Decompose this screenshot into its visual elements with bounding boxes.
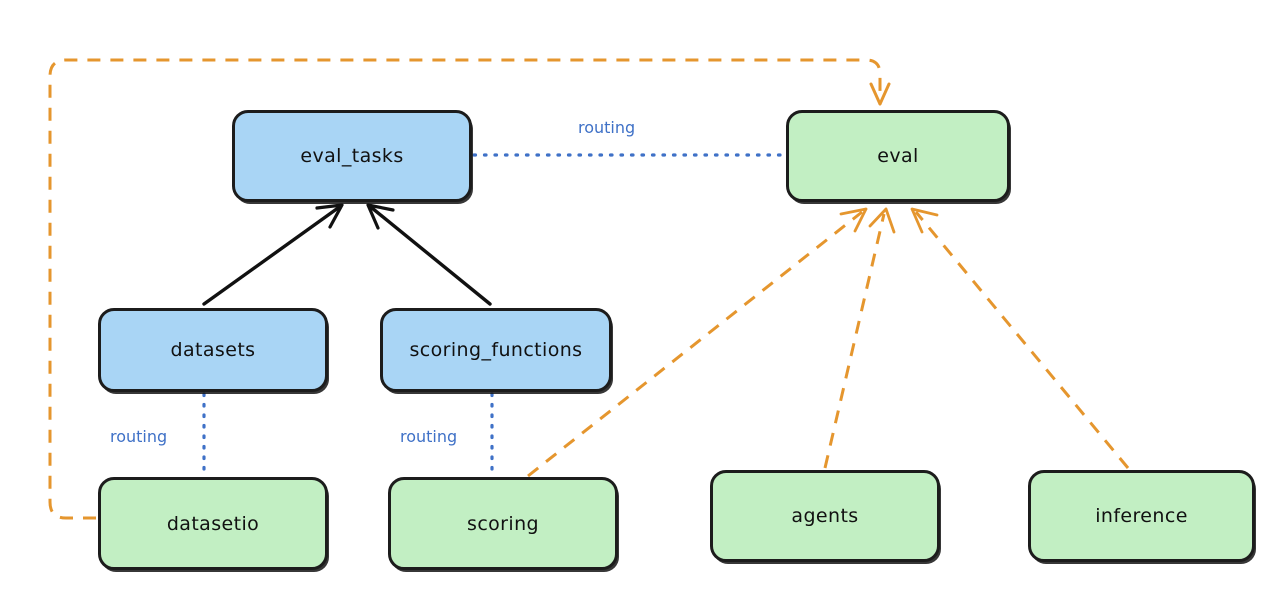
node-label-eval: eval: [877, 145, 919, 167]
node-eval[interactable]: eval: [786, 110, 1010, 202]
edge-inference-to-eval: [910, 207, 1130, 469]
node-label-agents: agents: [791, 505, 859, 527]
node-label-datasetio: datasetio: [166, 512, 260, 535]
edge-label-routing-datasetio: routing: [110, 427, 168, 446]
node-label-eval-tasks: eval_tasks: [300, 145, 404, 167]
node-label-scoring: scoring: [467, 512, 539, 535]
edge-label-routing-eval: routing: [578, 118, 636, 137]
node-datasetio[interactable]: datasetio: [98, 477, 328, 570]
edge-scoring-functions-to-eval-tasks: [366, 203, 492, 306]
node-scoring-functions[interactable]: scoring_functions: [380, 308, 612, 392]
edge-label-routing-scoring: routing: [400, 427, 458, 446]
edge-agents-to-eval: [823, 207, 896, 469]
node-label-scoring-functions: scoring_functions: [409, 339, 583, 361]
node-label-inference: inference: [1095, 505, 1188, 527]
node-datasets[interactable]: datasets: [98, 308, 328, 392]
node-eval-tasks[interactable]: eval_tasks: [232, 110, 472, 202]
node-label-datasets: datasets: [170, 339, 256, 361]
node-agents[interactable]: agents: [710, 470, 940, 562]
node-inference[interactable]: inference: [1028, 470, 1255, 562]
node-scoring[interactable]: scoring: [388, 477, 618, 570]
edge-datasets-to-eval-tasks: [202, 203, 344, 306]
